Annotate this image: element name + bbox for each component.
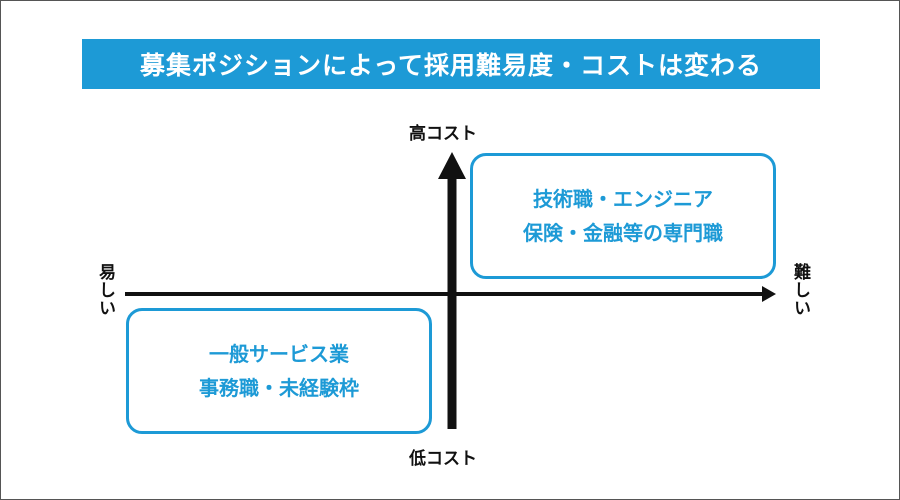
horizontal-axis-arrowhead <box>762 286 776 302</box>
quadrant-bottom-left: 一般サービス業 事務職・未経験枠 <box>126 308 432 434</box>
easy-label: 易しい <box>95 263 115 317</box>
low-cost-label: 低コスト <box>409 449 477 469</box>
quadrant-top-right: 技術職・エンジニア 保険・金融等の専門職 <box>470 153 776 279</box>
bottom-left-line-1: 一般サービス業 <box>209 342 349 366</box>
high-cost-label: 高コスト <box>409 124 477 144</box>
vertical-axis-arrowhead <box>438 152 466 179</box>
top-right-line-1: 技術職・エンジニア <box>533 187 713 211</box>
difficult-label: 難しい <box>790 263 810 317</box>
diagram-title: 募集ポジションによって採用難易度・コストは変わる <box>82 39 820 89</box>
bottom-left-line-2: 事務職・未経験枠 <box>199 376 359 400</box>
top-right-line-2: 保険・金融等の専門職 <box>523 221 723 245</box>
